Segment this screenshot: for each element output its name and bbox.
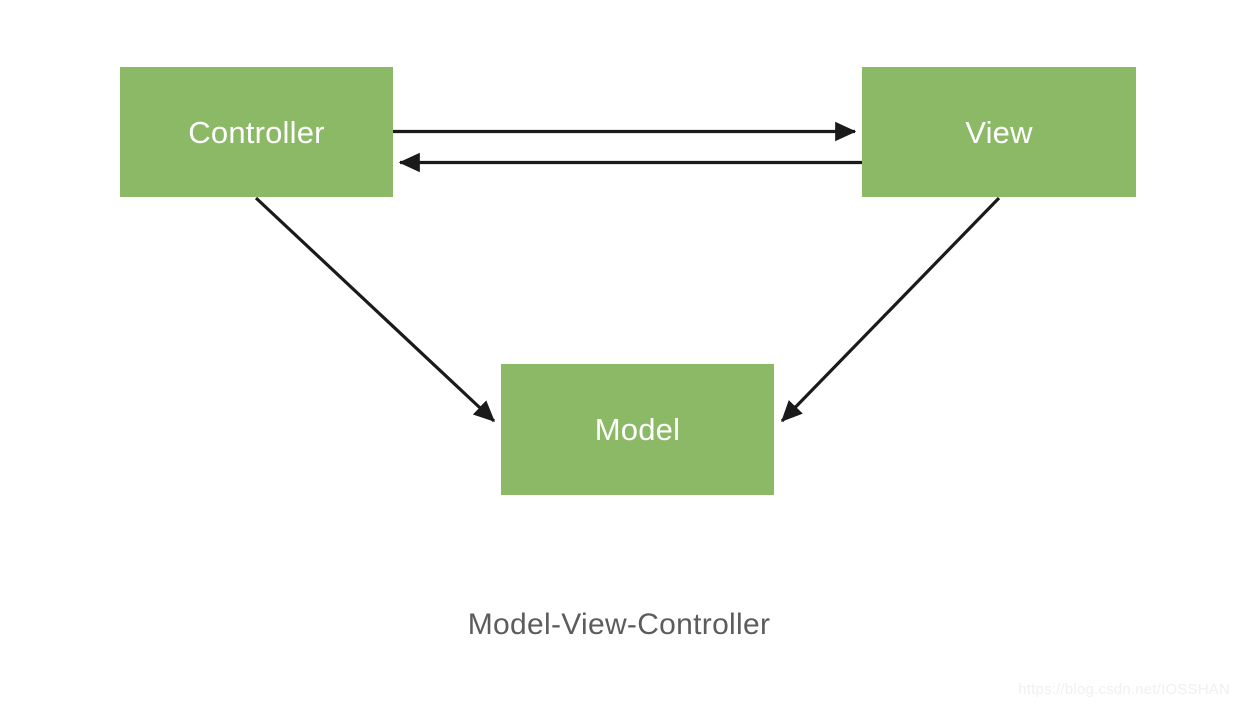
diagram-caption: Model-View-Controller [467,608,771,641]
edge-view-to-model [780,196,1001,423]
watermark-text: https://blog.csdn.net/IOSSHAN [1018,681,1230,698]
node-view-label: View [965,114,1033,150]
node-controller[interactable]: Controller [120,67,393,197]
node-controller-label: Controller [188,114,325,150]
node-view[interactable]: View [862,67,1136,197]
node-model-label: Model [594,412,681,447]
node-model[interactable]: Model [501,364,774,495]
edge-controller-to-model [254,196,496,423]
